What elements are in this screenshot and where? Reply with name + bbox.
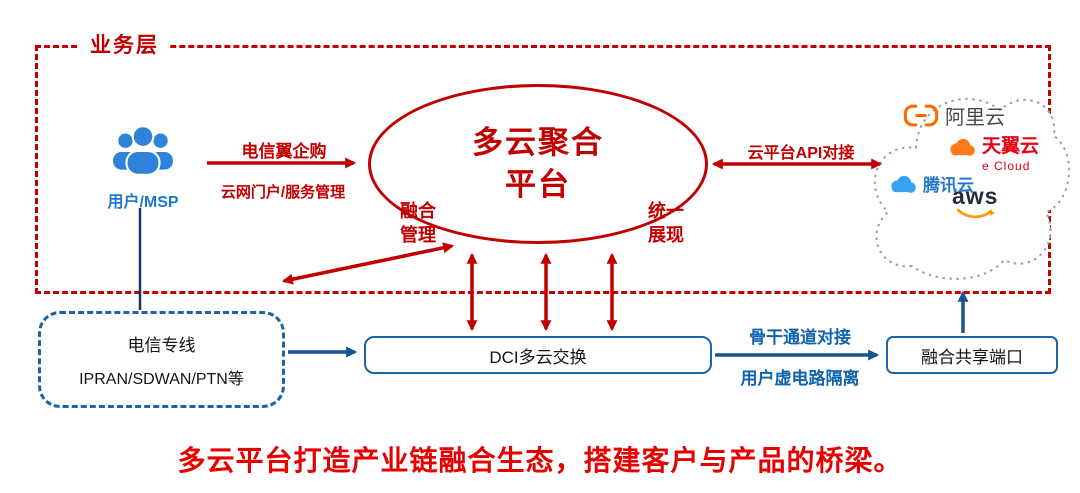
users-group-icon xyxy=(111,125,175,176)
aws-smile-icon xyxy=(956,208,996,219)
telecom-line-tech-label: IPRAN/SDWAN/PTN等 xyxy=(79,370,244,388)
label-portal-service: 云网门户/服务管理 xyxy=(220,184,346,201)
platform-title: 多云聚合 平台 xyxy=(472,125,604,202)
tianyi-cloud-icon xyxy=(950,138,975,156)
tencent-cloud-label: 腾讯云 xyxy=(923,176,974,195)
alibaba-cloud-icon xyxy=(903,104,939,127)
shared-port-label: 融合共享端口 xyxy=(921,347,1023,367)
tianyi-cloud-label: 天翼云 xyxy=(982,136,1040,157)
note-fusion-management: 融合 管理 xyxy=(400,201,436,246)
telecom-line-label: 电信专线 xyxy=(127,335,196,355)
dci-exchange-label: DCI多云交换 xyxy=(489,347,587,367)
alibaba-cloud-label: 阿里云 xyxy=(945,107,1005,129)
alibaba-cloud-logo: 阿里云 xyxy=(903,101,1005,130)
label-backbone-channel: 骨干通道对接 xyxy=(749,328,851,347)
aws-logo: aws xyxy=(952,185,998,220)
business-layer-label: 业务层 xyxy=(80,29,169,59)
label-virtual-circuit-isolation: 用户虚电路隔离 xyxy=(740,369,860,388)
platform-ellipse: 多云聚合 平台 xyxy=(368,84,708,244)
tencent-cloud-icon xyxy=(891,175,916,193)
tianyi-cloud-logo: 天翼云 e Cloud xyxy=(948,137,1039,173)
user-msp-label: 用户/MSP xyxy=(107,194,179,211)
tianyi-cloud-sublabel: e Cloud xyxy=(982,159,1031,173)
note-unified-display: 统一 展现 xyxy=(648,201,684,246)
dci-exchange-node: DCI多云交换 xyxy=(364,336,712,374)
label-telecom-purchase: 电信翼企购 xyxy=(241,142,327,161)
telecom-line-node: 电信专线 IPRAN/SDWAN/PTN等 xyxy=(38,311,285,408)
label-cloud-api: 云平台API对接 xyxy=(747,145,855,162)
aws-label: aws xyxy=(952,183,999,209)
shared-port-node: 融合共享端口 xyxy=(886,336,1058,374)
footer-slogan: 多云平台打造产业链融合生态，搭建客户与产品的桥梁。 xyxy=(177,445,903,476)
tencent-cloud-logo: 腾讯云 xyxy=(889,171,974,196)
